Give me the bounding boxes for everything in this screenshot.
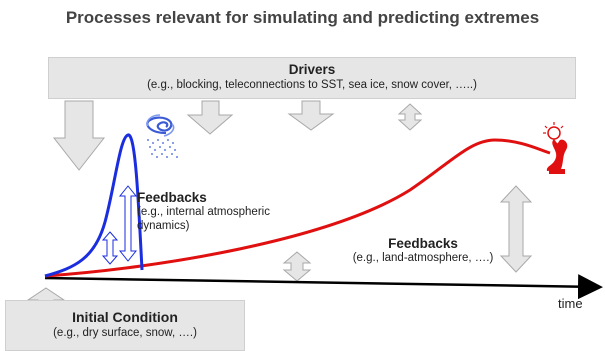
driver-down-arrow-1 bbox=[52, 100, 106, 171]
feedback-double-arrow-land bbox=[282, 251, 312, 282]
atmos-feedbacks-line2: dynamics) bbox=[137, 220, 190, 232]
driver-double-arrow-small bbox=[397, 103, 423, 131]
land-feedbacks-subtitle: (e.g., land-atmosphere, ….) bbox=[352, 252, 494, 264]
time-axis bbox=[44, 274, 603, 300]
initial-condition-box: Initial Condition (e.g., dry surface, sn… bbox=[5, 300, 245, 351]
fast-extreme-curve bbox=[44, 133, 144, 278]
drivers-title: Drivers bbox=[288, 62, 336, 77]
feedback-double-arrow-large bbox=[499, 185, 533, 273]
storm-icon bbox=[146, 114, 178, 158]
atmos-feedback-arrow-tall bbox=[118, 185, 138, 262]
atmos-feedback-arrow-short bbox=[101, 231, 119, 265]
atmos-feedbacks-label: Feedbacks (e.g., internal atmospheric dy… bbox=[137, 190, 270, 233]
land-feedbacks-title: Feedbacks bbox=[388, 236, 458, 251]
driver-down-arrow-2 bbox=[186, 100, 234, 135]
driver-down-arrow-3 bbox=[287, 100, 335, 131]
drivers-box: Drivers (e.g., blocking, teleconnections… bbox=[48, 57, 576, 99]
initial-condition-title: Initial Condition bbox=[72, 309, 178, 325]
atmos-feedbacks-line1: (e.g., internal atmospheric bbox=[137, 206, 270, 218]
fire-icon bbox=[543, 122, 568, 174]
land-feedbacks-label: Feedbacks (e.g., land-atmosphere, ….) bbox=[338, 236, 508, 265]
diagram-title: Processes relevant for simulating and pr… bbox=[65, 8, 540, 27]
slow-extreme-curve bbox=[44, 138, 551, 278]
atmos-feedbacks-title: Feedbacks bbox=[137, 190, 207, 205]
initial-condition-subtitle: (e.g., dry surface, snow, ….) bbox=[53, 327, 197, 339]
time-axis-label: time bbox=[558, 296, 583, 311]
drivers-subtitle: (e.g., blocking, teleconnections to SST,… bbox=[147, 79, 477, 91]
